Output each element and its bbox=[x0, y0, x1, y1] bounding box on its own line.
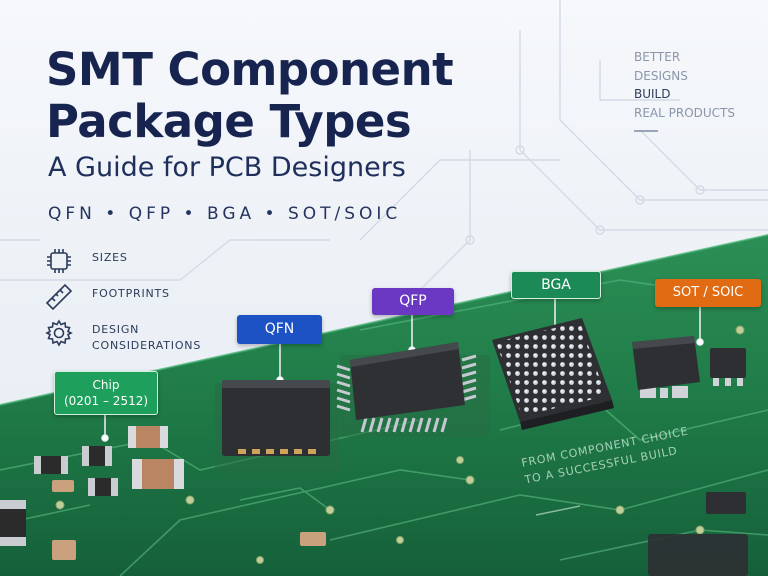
package-types-line: QFN • QFP • BGA • SOT/SOIC bbox=[48, 204, 402, 224]
tagline-line-2: DESIGNS bbox=[634, 68, 688, 83]
tagline-line-3: BUILD bbox=[634, 87, 671, 101]
sot-soic-packages bbox=[632, 336, 746, 398]
chip-icon bbox=[47, 249, 71, 273]
qfp-package bbox=[336, 342, 490, 437]
bga-package bbox=[492, 318, 614, 430]
feature-sizes: SIZES bbox=[44, 246, 244, 286]
title-line-1: SMT Component bbox=[46, 43, 454, 96]
ruler-icon bbox=[45, 283, 73, 311]
page-subtitle: A Guide for PCB Designers bbox=[48, 152, 406, 183]
board-parts-bottom bbox=[300, 492, 748, 576]
tagline: BETTER DESIGNS BUILD REAL PRODUCTS bbox=[634, 48, 735, 132]
qfp-label: QFP bbox=[372, 288, 454, 315]
tagline-rule bbox=[634, 130, 658, 132]
sot-soic-label: SOT / SOIC bbox=[655, 279, 761, 307]
feature-design-considerations: DESIGN CONSIDERATIONS bbox=[44, 318, 244, 358]
blueprint-traces bbox=[0, 0, 768, 291]
chip-components bbox=[0, 426, 184, 560]
gear-icon bbox=[45, 319, 73, 347]
qfn-package bbox=[215, 380, 339, 473]
tagline-line-1: BETTER bbox=[634, 50, 681, 64]
feature-label: SIZES bbox=[92, 251, 128, 264]
bga-label: BGA bbox=[511, 271, 601, 299]
title-line-2: Package Types bbox=[46, 95, 412, 148]
qfn-label: QFN bbox=[237, 315, 322, 344]
chip-label: Chip (0201 – 2512) bbox=[54, 371, 158, 415]
tagline-line-4: REAL PRODUCTS bbox=[634, 105, 735, 120]
page-title: SMT Component Package Types bbox=[46, 43, 454, 148]
feature-label: FOOTPRINTS bbox=[92, 287, 170, 300]
feature-label: DESIGN CONSIDERATIONS bbox=[92, 323, 202, 352]
feature-footprints: FOOTPRINTS bbox=[44, 282, 244, 322]
